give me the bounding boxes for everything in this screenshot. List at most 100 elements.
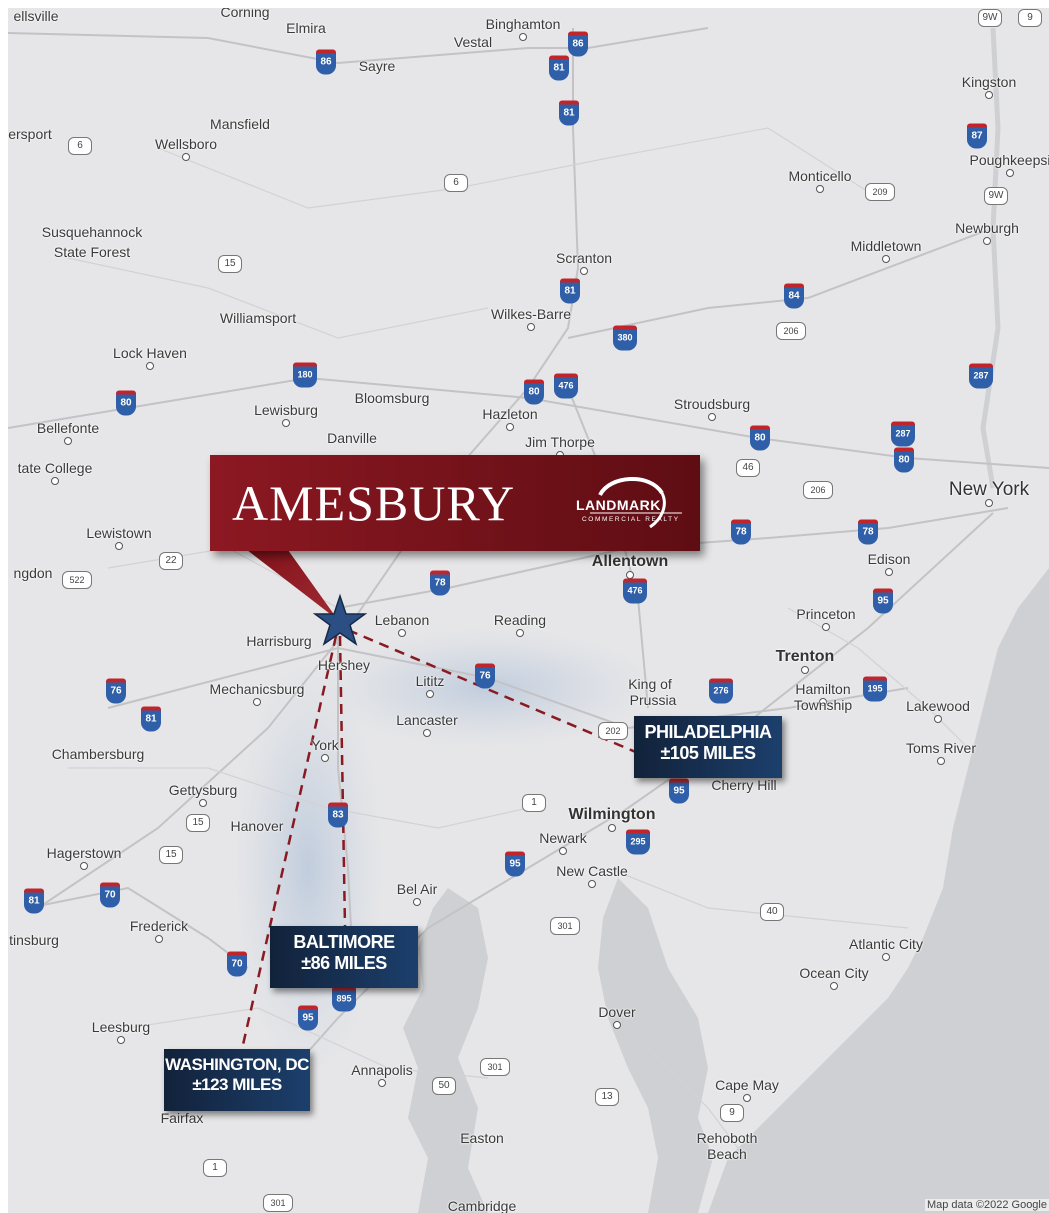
place-dot-lockhaven [146,362,154,370]
place-dot-york [321,754,329,762]
place-label-york: York [311,737,339,753]
place-label-newcastle: New Castle [556,863,628,879]
place-dot-lakewood [934,715,942,723]
us-route-shield-us206b: 206 [803,481,833,499]
callout-washington-distance: ±123 MILES [192,1075,282,1095]
logo-text: LANDMARK [576,497,661,513]
place-dot-tomsriver [937,757,945,765]
place-label-atlanticcity: Atlantic City [849,936,923,952]
interstate-shield-i287a: 287 [969,363,993,389]
place-label-lititz: Lititz [415,673,445,689]
interstate-shield-i476a: 476 [554,373,578,399]
us-route-shield-us9w: 9W [978,9,1002,27]
place-label-trenton: Trenton [775,648,835,665]
us-route-shield-us15a: 15 [218,255,242,273]
interstate-shield-i380: 380 [613,325,637,351]
place-label-harrisburg: Harrisburg [246,633,312,649]
road-i76 [107,646,909,730]
place-label-dover: Dover [598,1004,636,1020]
place-label-ellsville: ellsville [13,8,59,24]
place-label-lebanon: Lebanon [374,612,430,628]
place-label-stateforest: State Forest [53,244,131,260]
place-label-ngdon: ngdon [13,565,53,581]
place-dot-statecollege [51,477,59,485]
place-label-prussia: Prussia [629,692,677,708]
us-route-shield-us9: 9 [1018,9,1042,27]
place-dot-bellefonte [64,437,72,445]
place-label-allentown: Allentown [591,553,669,570]
place-dot-annapolis [378,1079,386,1087]
us-route-shield-us9b: 9 [720,1104,744,1122]
place-dot-binghamton [519,33,527,41]
place-label-lockhaven: Lock Haven [113,345,187,361]
place-label-susquehannock: Susquehannock [41,224,143,240]
place-label-easton: Easton [460,1130,504,1146]
place-dot-lewistown [115,542,123,550]
hudson-river [980,27,1001,489]
place-label-poughkeepsie: Poughkeepsi [969,152,1049,168]
place-label-kingofprussia: King of [628,676,672,692]
place-label-williamsport: Williamsport [219,310,297,326]
interstate-shield-i80c: 80 [750,425,770,451]
us-route-shield-us1b: 1 [203,1159,227,1177]
place-dot-kingston [985,91,993,99]
place-label-jimthorpe: Jim Thorpe [525,434,595,450]
place-dot-trenton [801,666,809,674]
place-label-gettysburg: Gettysburg [168,782,238,798]
place-dot-wilkesbarre [527,323,535,331]
place-dot-newcastle [588,880,596,888]
place-label-annapolis: Annapolis [351,1062,413,1078]
place-dot-poughkeepsie [1006,169,1014,177]
place-label-statecollege: tate College [17,460,93,476]
atlantic-ocean [708,568,1049,1213]
route-to-philadelphia [347,628,639,755]
place-dot-middletown [882,255,890,263]
place-label-hershey: Hershey [317,657,371,673]
place-label-ersport: ersport [8,126,52,142]
place-dot-edison [885,568,893,576]
us-route-shield-us15c: 15 [159,846,183,864]
route-to-baltimore [338,635,347,929]
map-credit: Map data ©2022 Google [924,1199,1049,1211]
place-dot-wilmington [608,824,616,832]
map-terrain [8,27,1049,1213]
place-label-elmira: Elmira [286,20,326,36]
interstate-shield-i95b: 95 [669,778,689,804]
us-route-shield-us202: 202 [598,722,628,740]
place-label-binghamton: Binghamton [485,16,561,32]
interstate-shield-i895: 895 [332,986,356,1012]
place-label-hazleton: Hazleton [482,406,538,422]
place-label-rehoboth: Rehoboth [696,1130,758,1146]
place-label-frederick: Frederick [129,918,189,934]
place-label-capemay: Cape May [715,1077,779,1093]
road-i81 [37,28,580,909]
logo-subtext: COMMERCIAL REALTY [582,516,680,523]
interstate-shield-i276: 276 [709,678,733,704]
place-label-newark: Newark [539,830,587,846]
place-dot-frederick [155,935,163,943]
place-label-edison: Edison [867,551,911,567]
interstate-shield-i78b: 78 [858,519,878,545]
place-label-cambridge: Cambridge [447,1198,517,1213]
place-dot-mechanicsburg [253,698,261,706]
place-dot-monticello [816,185,824,193]
place-dot-reading [516,629,524,637]
place-label-township: Township [793,697,853,713]
amesbury-banner: AMESBURY LANDMARK COMMERCIAL REALTY [210,455,700,551]
place-label-wilmington: Wilmington [568,806,656,823]
place-dot-newyork [985,499,993,507]
interstate-shield-i95a: 95 [873,588,893,614]
place-label-bloomsburg: Bloomsburg [354,390,430,406]
us-route-shield-us46: 46 [736,459,760,477]
interstate-shield-i78c: 78 [430,570,450,596]
place-dot-princeton [822,623,830,631]
us-route-shield-us13: 13 [595,1088,619,1106]
interstate-shield-i95c: 95 [505,851,525,877]
place-dot-hagerstown [80,862,88,870]
interstate-shield-i476b: 476 [623,578,647,604]
place-label-monticello: Monticello [788,168,852,184]
interstate-shield-i80d: 80 [894,447,914,473]
place-dot-leesburg [117,1036,125,1044]
place-label-leesburg: Leesburg [91,1019,151,1035]
